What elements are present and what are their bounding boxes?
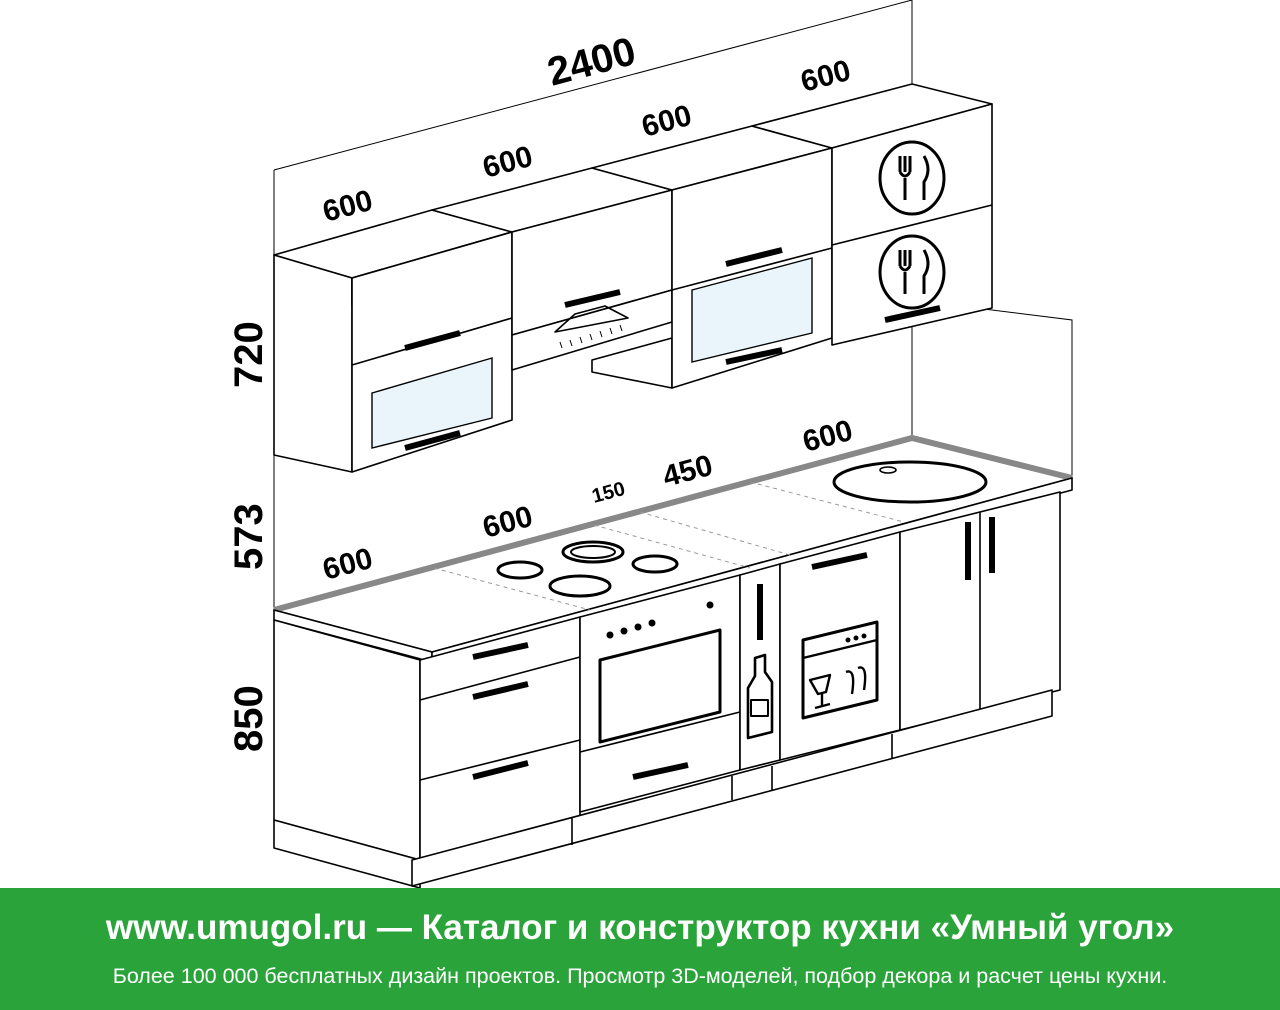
site-link[interactable]: www.umugol.ru [105,908,368,947]
upper-cabinet-2-hood [431,167,673,371]
lower-cabinets [273,491,1061,888]
dim-lower-3: 150 [590,478,628,508]
dim-upper-3: 600 [638,99,695,144]
oven-icon [598,601,722,744]
title-separator: — [376,908,412,947]
dim-lower-2: 600 [479,500,536,545]
footer-subtitle: Более 100 000 бесплатных дизайн проектов… [112,964,1168,988]
footer-banner: www.umugol.ru — Каталог и конструктор ку… [0,888,1280,1010]
dishwasher-icon [801,620,879,720]
bottle-glass-icon [746,653,774,740]
dim-upper-2: 600 [479,140,536,185]
cutlery-plate-icon [878,140,946,216]
dim-gap-height: 573 [227,503,271,570]
range-hood-icon [554,305,629,349]
upper-cabinet-3 [591,125,833,389]
kitchen-diagram: 2400 600 600 600 600 600 600 150 450 600… [227,0,1073,888]
sink-icon [832,460,988,504]
dim-upper-4: 600 [797,54,854,99]
upper-cabinet-1 [273,209,513,473]
dim-upper-1: 600 [319,184,376,229]
cooktop-icon [496,540,679,598]
upper-cabinet-4 [751,83,993,346]
dim-lower-1: 600 [319,542,376,587]
dim-lower-height: 850 [227,685,271,752]
dim-upper-height: 720 [227,321,271,388]
catalog-title: Каталог и конструктор кухни «Умный угол» [421,908,1175,947]
cutlery-plate-icon [878,234,946,310]
dim-lower-4: 450 [659,449,716,494]
dim-lower-5: 600 [799,414,856,459]
footer-title: www.umugol.ru — Каталог и конструктор ку… [0,908,1280,948]
